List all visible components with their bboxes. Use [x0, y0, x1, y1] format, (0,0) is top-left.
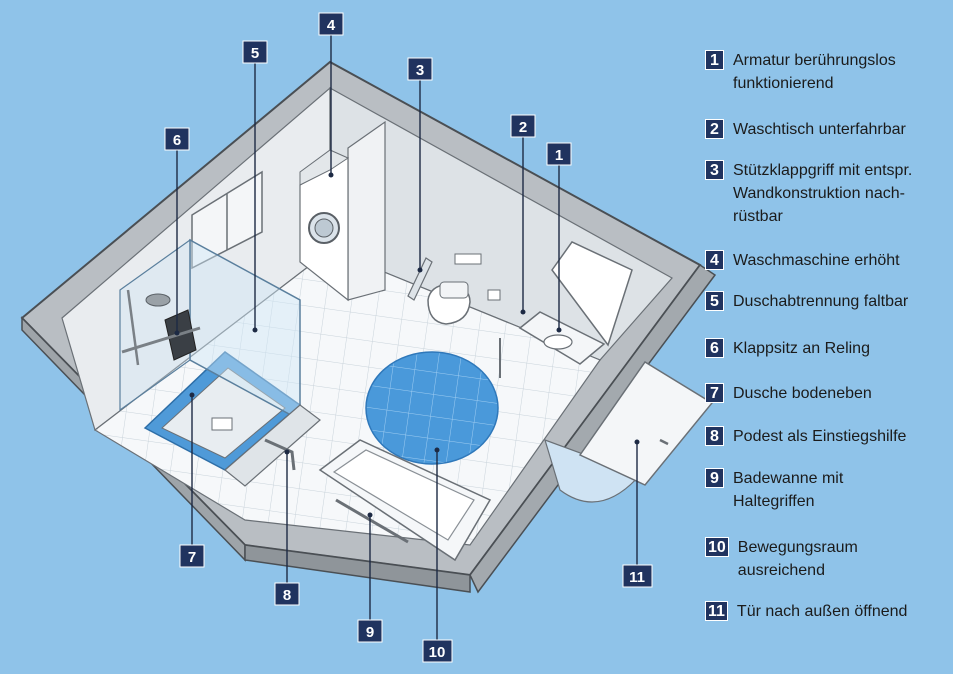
svg-text:2: 2: [519, 119, 527, 136]
wash-basin: [499, 311, 606, 378]
legend-item-5: 5 Duschabtrennung faltbar: [705, 291, 908, 313]
legend-item-9: 9 Badewanne mit Haltegriffen: [705, 468, 843, 513]
callout-10: 10: [422, 639, 453, 663]
svg-text:10: 10: [429, 644, 446, 661]
svg-text:4: 4: [327, 17, 336, 34]
legend-item-1: 1 Armatur berührungslos funktionierend: [705, 50, 896, 95]
door: [544, 360, 714, 503]
legend-label: Badewanne mit Haltegriffen: [733, 470, 844, 510]
legend-badge: 9: [705, 468, 724, 488]
callout-5: 5: [242, 40, 268, 64]
svg-text:8: 8: [283, 587, 291, 604]
svg-text:3: 3: [416, 62, 424, 79]
legend-badge: 3: [705, 160, 724, 180]
legend-item-3: 3 Stützklappgriff mit entspr. Wandkonstru…: [705, 160, 912, 228]
callout-6: 6: [164, 127, 190, 151]
movement-space-circle: [365, 351, 499, 465]
callout-9: 9: [357, 619, 383, 643]
callout-dots: [174, 172, 640, 518]
legend-badge: 2: [705, 119, 724, 139]
svg-text:5: 5: [251, 45, 259, 62]
legend-label: Klappsitz an Reling: [733, 340, 870, 357]
svg-text:1: 1: [555, 147, 563, 164]
callout-2: 2: [510, 114, 536, 138]
legend-label: Stützklappgriff mit entspr. Wandkonstruk…: [733, 162, 913, 225]
legend-item-6: 6 Klappsitz an Reling: [705, 338, 870, 360]
legend-item-4: 4 Waschmaschine erhöht: [705, 250, 900, 272]
legend-label: Bewegungsraum ausreichend: [737, 539, 858, 579]
callout-7: 7: [179, 544, 205, 568]
legend-label: Podest als Einstiegshilfe: [733, 428, 907, 445]
bathtub: [264, 438, 492, 562]
washing-machine: [299, 120, 386, 302]
svg-text:7: 7: [188, 549, 196, 566]
callout-11: 11: [622, 564, 653, 588]
legend-label: Armatur berührungslos funktionierend: [733, 52, 896, 92]
legend-label: Dusche bodeneben: [733, 385, 872, 402]
step-podium: [224, 404, 321, 487]
shower-area: [119, 238, 302, 471]
svg-text:11: 11: [629, 569, 645, 586]
svg-text:6: 6: [173, 132, 181, 149]
legend-label: Waschtisch unterfahrbar: [733, 121, 906, 138]
legend-badge: 8: [705, 426, 724, 446]
legend-label: Duschabtrennung faltbar: [733, 293, 909, 310]
callout-4: 4: [318, 12, 344, 36]
toilet: [407, 253, 501, 325]
legend-item-2: 2 Waschtisch unterfahrbar: [705, 119, 906, 141]
legend-badge: 1: [705, 50, 724, 70]
legend-badge: 5: [705, 291, 724, 311]
legend-badge: 10: [705, 537, 729, 557]
mirror: [551, 241, 633, 347]
legend-badge: 11: [705, 601, 728, 621]
callout-leaders: [176, 35, 638, 640]
callout-3: 3: [407, 57, 433, 81]
legend-item-11: 11 Tür nach außen öffnend: [705, 601, 907, 623]
legend-badge: 4: [705, 250, 724, 270]
callout-8: 8: [274, 582, 300, 606]
legend-badge: 6: [705, 338, 724, 358]
legend-badge: 7: [705, 383, 724, 403]
legend-label: Tür nach außen öffnend: [736, 603, 908, 620]
callout-1: 1: [546, 142, 572, 166]
svg-text:9: 9: [366, 624, 374, 641]
legend-label: Waschmaschine erhöht: [733, 252, 900, 269]
legend-item-7: 7 Dusche bodeneben: [705, 383, 872, 405]
legend-item-10: 10 Bewegungsraum ausreichend: [705, 537, 858, 582]
legend-item-8: 8 Podest als Einstiegshilfe: [705, 426, 906, 448]
window: [191, 170, 263, 270]
